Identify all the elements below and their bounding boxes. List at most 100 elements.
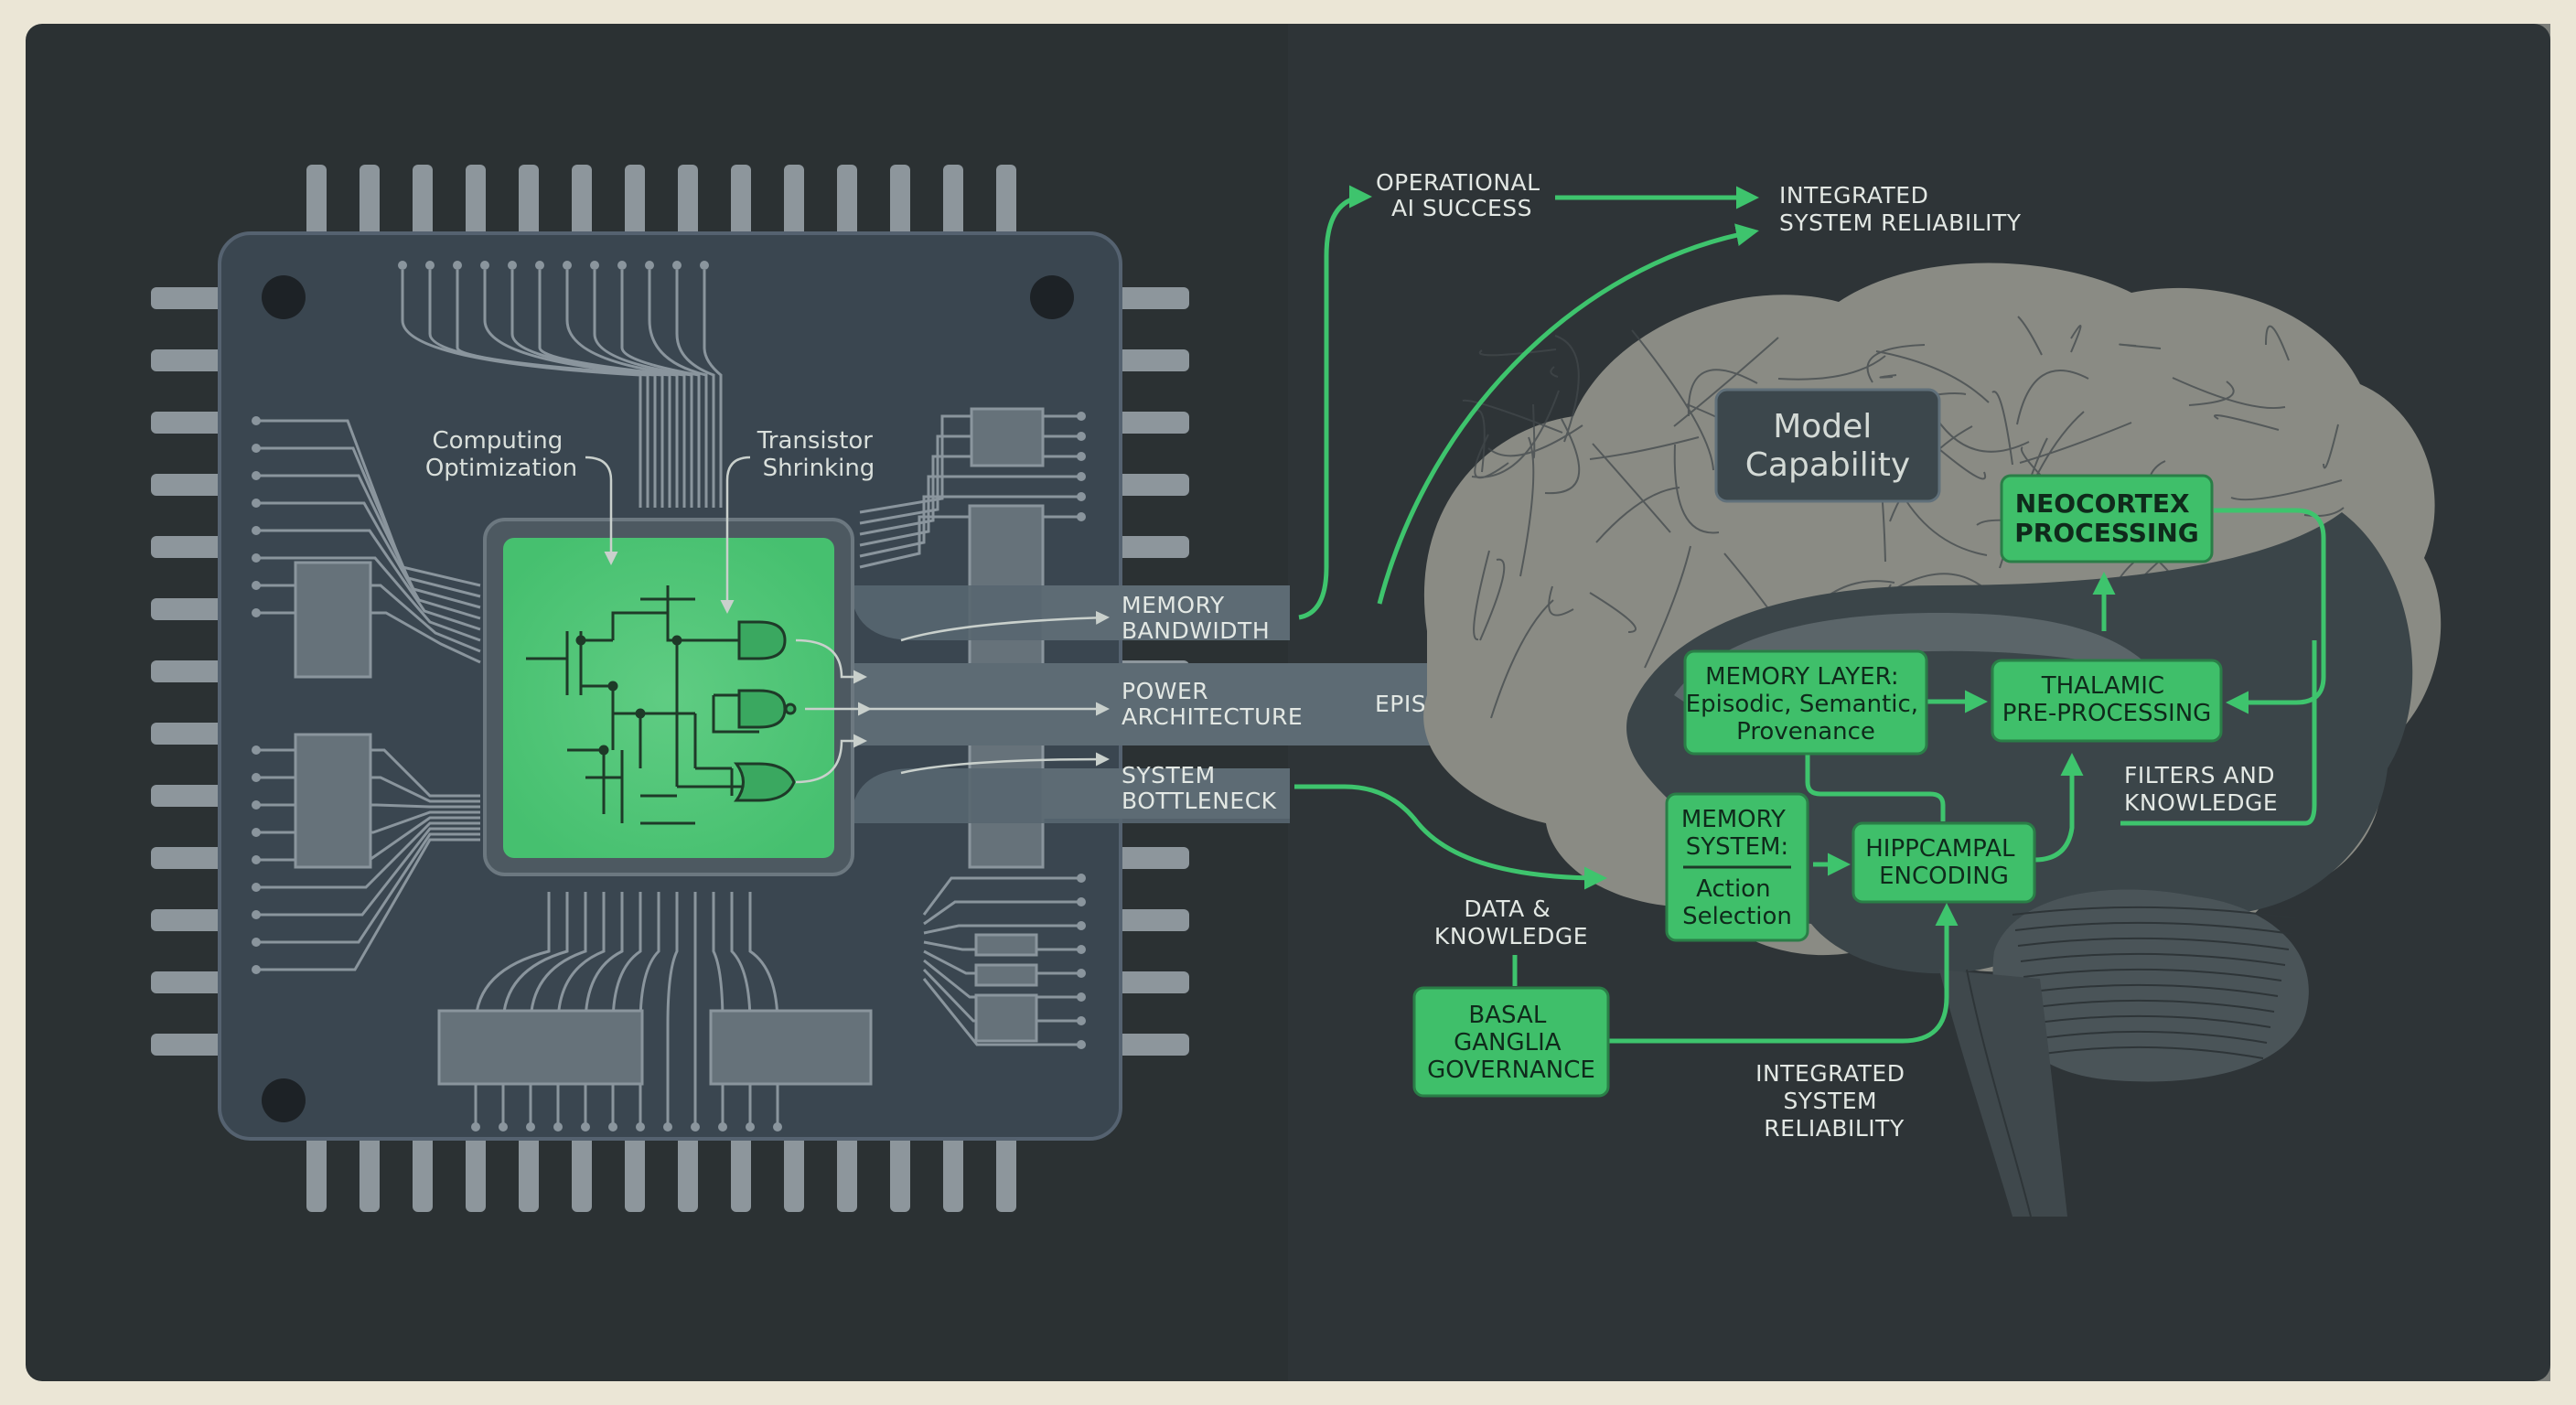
trace-end [1077,432,1086,441]
brain-gyrus [2265,325,2290,361]
trace-end [636,1122,645,1132]
chip-pin [151,1034,224,1056]
die [483,518,854,876]
trace-end [398,261,407,270]
chip-pin [413,1134,433,1212]
chip-pin [572,1134,592,1212]
chip-pin [306,165,327,238]
chip-trace [922,978,1079,1046]
trace-end [645,261,654,270]
chip-trace [256,529,481,631]
brain-gyrus [2119,343,2162,349]
cerebellum-fold [2028,999,2275,1013]
chip-hole [262,1078,306,1122]
neocortex-box: NEOCORTEX PROCESSING [2000,474,2214,563]
trace-end [252,608,261,617]
brain-gyrus [1866,344,1926,383]
cerebellum-fold [2036,1046,2264,1059]
trace-end [617,261,627,270]
transistor-label: Transistor Shrinking [757,427,881,482]
operational-ai-success-label: OPERATIONAL AI SUCCESS [1376,169,1548,221]
bus-memory-bar [1043,585,1290,640]
cerebellum-fold [2017,937,2290,950]
brain-gyrus [1991,391,2013,466]
trace-end [252,581,261,590]
chip-trace [922,876,1079,916]
chip-pin [151,598,224,620]
chip-trace [256,419,481,587]
die-circuit [526,585,797,825]
trace-end [1077,874,1086,883]
trace-end [1077,412,1086,421]
brain-gyrus [2019,422,2132,464]
trace-end [252,444,261,453]
brain-gyrus [1471,390,1560,478]
chip-pin [996,1134,1016,1212]
chip-pin [890,165,910,238]
hippocampal-box: HIPPCAMPAL ENCODING [1852,821,2036,904]
trace-end [453,261,462,270]
cerebellum-fold [2025,983,2279,997]
trace-end [252,910,261,919]
limbic-ring [1674,613,2159,713]
brain-gyrus [1479,558,1506,641]
trace-end [252,553,261,563]
chip-component [974,993,1038,1043]
brain-gyrus [2016,370,2089,425]
memory-layer-box: MEMORY LAYER: Episodic, Semantic, Proven… [1683,649,1928,756]
chip-pin [1116,1034,1189,1056]
brain-gyrus [2323,424,2339,469]
svg-text:THALAMIC PRE-PROCESSING: THALAMIC PRE-PROCESSING [2002,672,2212,727]
data-knowledge-label: DATA & KNOWLEDGE [1434,896,1588,949]
trace-end [252,416,261,425]
trace-end [553,1122,563,1132]
trace-end [700,261,709,270]
chip-trace [859,495,1079,558]
chip-trace [923,949,1079,975]
brain-gyrus [1487,424,1583,457]
trace-end [252,883,261,892]
trace-end [526,1122,535,1132]
chip-pin [413,165,433,238]
chip-pin [360,1134,380,1212]
chip-pin [1116,412,1189,434]
chip-pin [996,165,1016,238]
chip-pin [151,660,224,682]
trace-end [1077,921,1086,930]
memory-system-box: MEMORY SYSTEM: Action Selection [1665,792,1809,942]
chip-component [974,933,1038,957]
chip-component [709,1009,873,1086]
brain-gyrus [2230,479,2343,501]
trace-end [1077,945,1086,954]
trace-end [718,1122,727,1132]
chip-trace [648,270,708,508]
chip-trace [256,474,481,609]
filters-knowledge-label: FILTERS AND KNOWLEDGE [2124,762,2283,816]
chip-component [437,1009,644,1086]
chip-pin [151,909,224,931]
chip-trace [923,940,1079,951]
chip-pin [678,1134,698,1212]
chip-component [974,963,1038,987]
trace-end [1077,1040,1086,1049]
chip-pin [1116,349,1189,371]
chip-pin [731,165,751,238]
trace-end [1077,969,1086,978]
chip-pin [1116,287,1189,309]
brain-gyrus [2213,414,2280,431]
chip-pin [625,165,645,238]
cerebellum-fold [2031,1014,2271,1028]
svg-text:MEMORY LAYER: Episodic,: MEMORY LAYER: Episodic, Semantic, Proven… [1686,663,1927,745]
chip-trace [923,900,1079,926]
trace-end [663,1122,672,1132]
chip-pin [784,165,804,238]
chip-pin [678,165,698,238]
trace-end [1077,512,1086,521]
trace-end [252,965,261,974]
chip-pin [943,1134,963,1212]
chip-pin [1116,536,1189,558]
power-architecture-label: POWER ARCHITECTURE [1122,678,1303,730]
chip-pin [1116,971,1189,993]
brain-gyrus [1478,349,1557,357]
basal-ganglia-box: BASAL GANGLIA GOVERNANCE [1412,986,1610,1098]
